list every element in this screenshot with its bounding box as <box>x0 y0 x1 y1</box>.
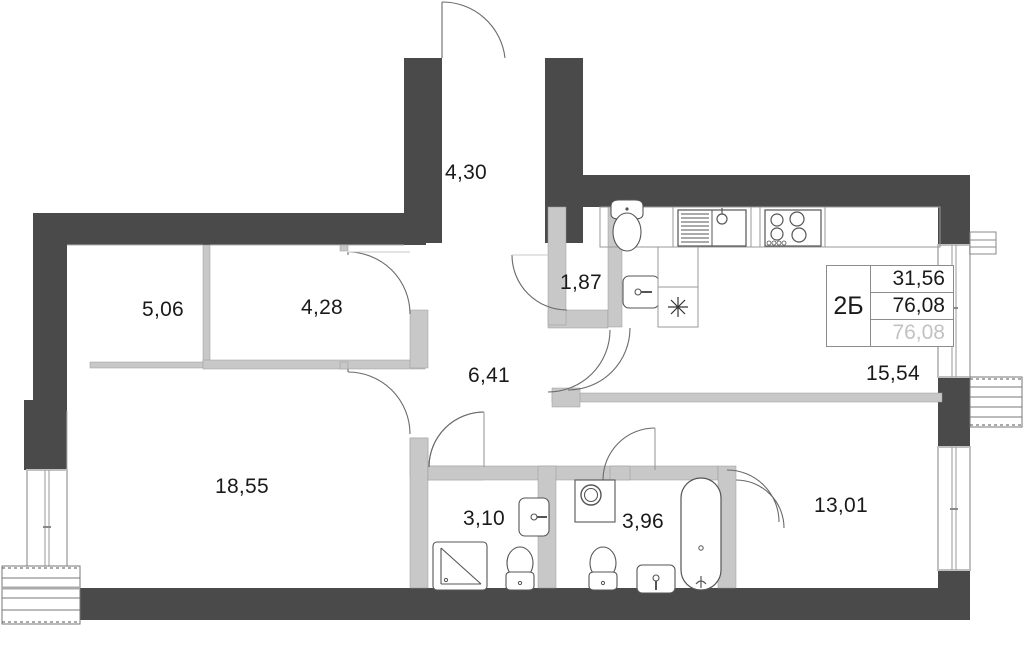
partition-walls <box>89 206 943 589</box>
room-label-corridor: 6,41 <box>467 364 511 387</box>
room-label-closet-left: 5,06 <box>141 298 185 321</box>
room-label-bathroom-right: 3,96 <box>621 510 665 533</box>
washing-machine <box>574 479 616 523</box>
area-row-living: 76,08 <box>871 293 953 320</box>
room-label-bedroom: 13,01 <box>813 494 869 517</box>
room-outlines <box>66 244 404 470</box>
room-label-bathroom-left: 3,10 <box>462 507 506 530</box>
apartment-info-box: 2Б 31,56 76,08 76,08 <box>826 265 954 347</box>
washbasin-left <box>518 497 550 537</box>
bathtub <box>680 477 722 591</box>
window-right-lower <box>937 446 971 571</box>
apartment-area-rows: 31,56 76,08 76,08 <box>871 266 953 346</box>
room-label-wc-small: 1,87 <box>559 271 603 294</box>
door-swings <box>347 1 785 529</box>
toilet-bathroom-right <box>588 546 618 591</box>
area-row-with-balcony: 76,08 <box>892 321 945 344</box>
cooktop <box>764 209 822 247</box>
radiators <box>1 231 1023 625</box>
bathroom-fixtures <box>432 477 722 594</box>
radiator-right-upper-stub <box>969 231 997 255</box>
washbasin-wc-small <box>622 275 660 309</box>
room-label-closet-right: 4,28 <box>300 296 344 319</box>
area-row-total: 31,56 <box>871 266 953 293</box>
kitchen-fixtures <box>599 199 941 328</box>
radiator-right <box>969 376 1023 428</box>
toilet-kitchen-area <box>610 199 644 252</box>
room-label-kitchen-living: 15,54 <box>865 362 921 385</box>
room-label-hall-upper: 4,30 <box>444 161 488 184</box>
washbasin-right <box>636 564 676 594</box>
toilet-bathroom-left <box>505 546 535 591</box>
structural-walls <box>24 58 970 620</box>
room-label-living-room: 18,55 <box>214 475 270 498</box>
radiator-bottom-left <box>1 565 81 625</box>
apartment-type-label: 2Б <box>827 266 871 346</box>
kitchen-sink <box>677 208 747 247</box>
shower-tray <box>432 541 488 591</box>
ventilation-shaft <box>657 246 699 328</box>
